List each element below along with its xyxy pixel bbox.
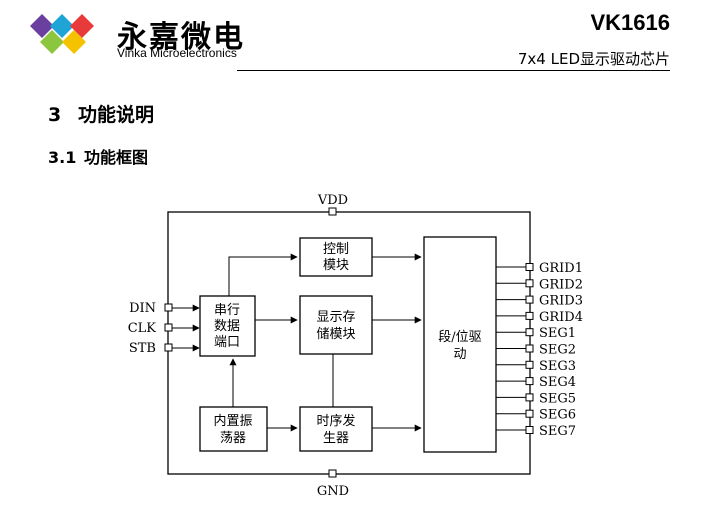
- control-module-label-2: 模块: [323, 258, 349, 273]
- subsection-heading: 3.1 功能框图: [48, 144, 148, 168]
- serial-port-label-3: 端口: [214, 335, 240, 350]
- timing-generator-label-1: 时序发: [316, 413, 355, 429]
- input-pins: DIN CLK STB: [128, 301, 200, 356]
- vdd-label: VDD: [317, 193, 348, 208]
- vdd-pin: [328, 207, 337, 216]
- output-pin-label: GRID1: [539, 261, 583, 276]
- control-module-block: [299, 237, 373, 277]
- output-pin-label: SEG1: [539, 326, 576, 341]
- timing-generator-block: [299, 406, 373, 452]
- output-pin: [525, 360, 534, 369]
- output-pin: [525, 344, 534, 353]
- subsection-number: 3.1: [48, 148, 77, 167]
- company-logo: [30, 14, 94, 54]
- section-title: 功能说明: [78, 104, 155, 126]
- din-pin: [164, 303, 173, 312]
- serial-port-label-1: 串行: [214, 303, 240, 318]
- chip-description: 7x4 LED显示驱动芯片: [517, 50, 670, 68]
- output-pin: [525, 311, 534, 320]
- output-pin-label: SEG6: [539, 408, 576, 423]
- clk-pin: [164, 323, 173, 332]
- output-pins: GRID1GRID2GRID3GRID4SEG1SEG2SEG3SEG4SEG5…: [496, 261, 583, 439]
- output-pin-label: SEG5: [539, 391, 576, 406]
- serial-port-label-2: 数据: [214, 319, 240, 334]
- stb-label: STB: [129, 341, 156, 356]
- output-pin: [525, 328, 534, 337]
- segment-driver-label-1: 段/位驱: [438, 330, 481, 345]
- output-pin-label: GRID2: [539, 277, 583, 292]
- chip-model: VK1616: [590, 10, 670, 35]
- control-module-label-1: 控制: [323, 242, 349, 257]
- output-pin: [525, 377, 534, 386]
- subsection-title: 功能框图: [84, 148, 149, 167]
- gnd-label: GND: [317, 484, 349, 499]
- output-pin: [525, 263, 534, 271]
- timing-generator-label-2: 生器: [323, 431, 349, 446]
- output-pin-label: GRID4: [539, 310, 583, 325]
- section-number: 3: [48, 104, 62, 126]
- display-memory-label-2: 储模块: [316, 327, 355, 342]
- output-pin-label: SEG2: [539, 343, 576, 358]
- output-pin: [525, 409, 534, 418]
- brand-name-cn: 永嘉微电: [117, 20, 245, 55]
- output-pin: [525, 393, 534, 402]
- segment-driver-label-2: 动: [453, 347, 466, 362]
- section-heading: 3 功能说明: [48, 100, 154, 127]
- oscillator-label-1: 内置振: [213, 413, 252, 429]
- stb-pin: [164, 343, 173, 352]
- clk-label: CLK: [128, 321, 157, 336]
- brand-name-en: Vinka Microelectronics: [117, 46, 237, 60]
- output-pin: [525, 279, 534, 288]
- serial-port-block: [199, 295, 256, 357]
- oscillator-label-2: 荡器: [220, 431, 246, 446]
- output-pin-label: SEG3: [539, 359, 576, 374]
- output-pin-label: GRID3: [539, 294, 583, 309]
- output-pin-label: SEG7: [539, 424, 576, 439]
- display-memory-block: [299, 295, 373, 355]
- signal-connections: [228, 253, 422, 432]
- output-pin-label: SEG4: [539, 375, 576, 390]
- output-pin: [525, 295, 534, 304]
- din-label: DIN: [129, 301, 156, 316]
- logo-diamonds-icon: [30, 14, 94, 54]
- output-pin: [525, 426, 534, 434]
- chip-boundary: [167, 211, 531, 475]
- gnd-pin: [328, 469, 337, 478]
- oscillator-block: [199, 406, 268, 452]
- display-memory-label-1: 显示存: [316, 310, 355, 325]
- header-divider: [237, 70, 670, 71]
- segment-driver-block: [423, 236, 497, 453]
